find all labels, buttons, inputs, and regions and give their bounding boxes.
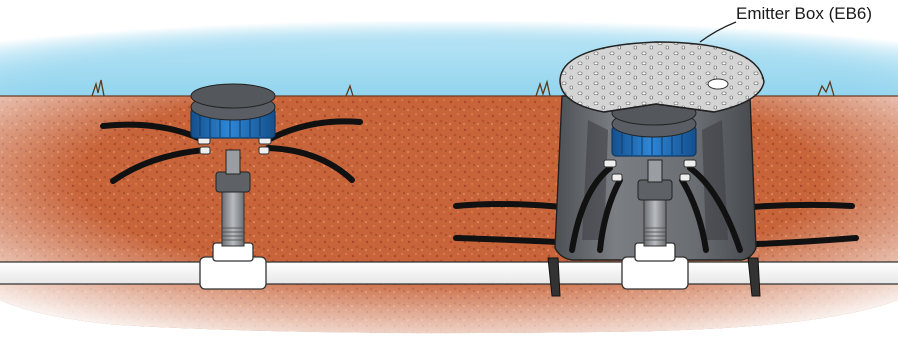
- tee-fitting-right: [621, 242, 689, 290]
- emitter-box-lid: [559, 41, 765, 113]
- grass-tufts: [91, 79, 835, 97]
- multi-outlet-emitter-icon: [100, 83, 363, 290]
- outlet-barbs: [197, 136, 272, 155]
- outlet-barbs-right: [603, 159, 697, 182]
- callout-leader: [699, 21, 737, 43]
- sky: [0, 0, 898, 100]
- supply-pipe: [0, 261, 898, 285]
- box-inner-tubing: [569, 165, 743, 253]
- emitter-box-label: Emitter Box (EB6): [736, 4, 873, 23]
- riser-right: [637, 159, 673, 247]
- emitter-cap: [190, 83, 276, 139]
- tee-fitting: [199, 242, 267, 290]
- emitter-in-box-icon: [453, 41, 859, 297]
- soil: [0, 95, 898, 334]
- riser: [215, 149, 251, 247]
